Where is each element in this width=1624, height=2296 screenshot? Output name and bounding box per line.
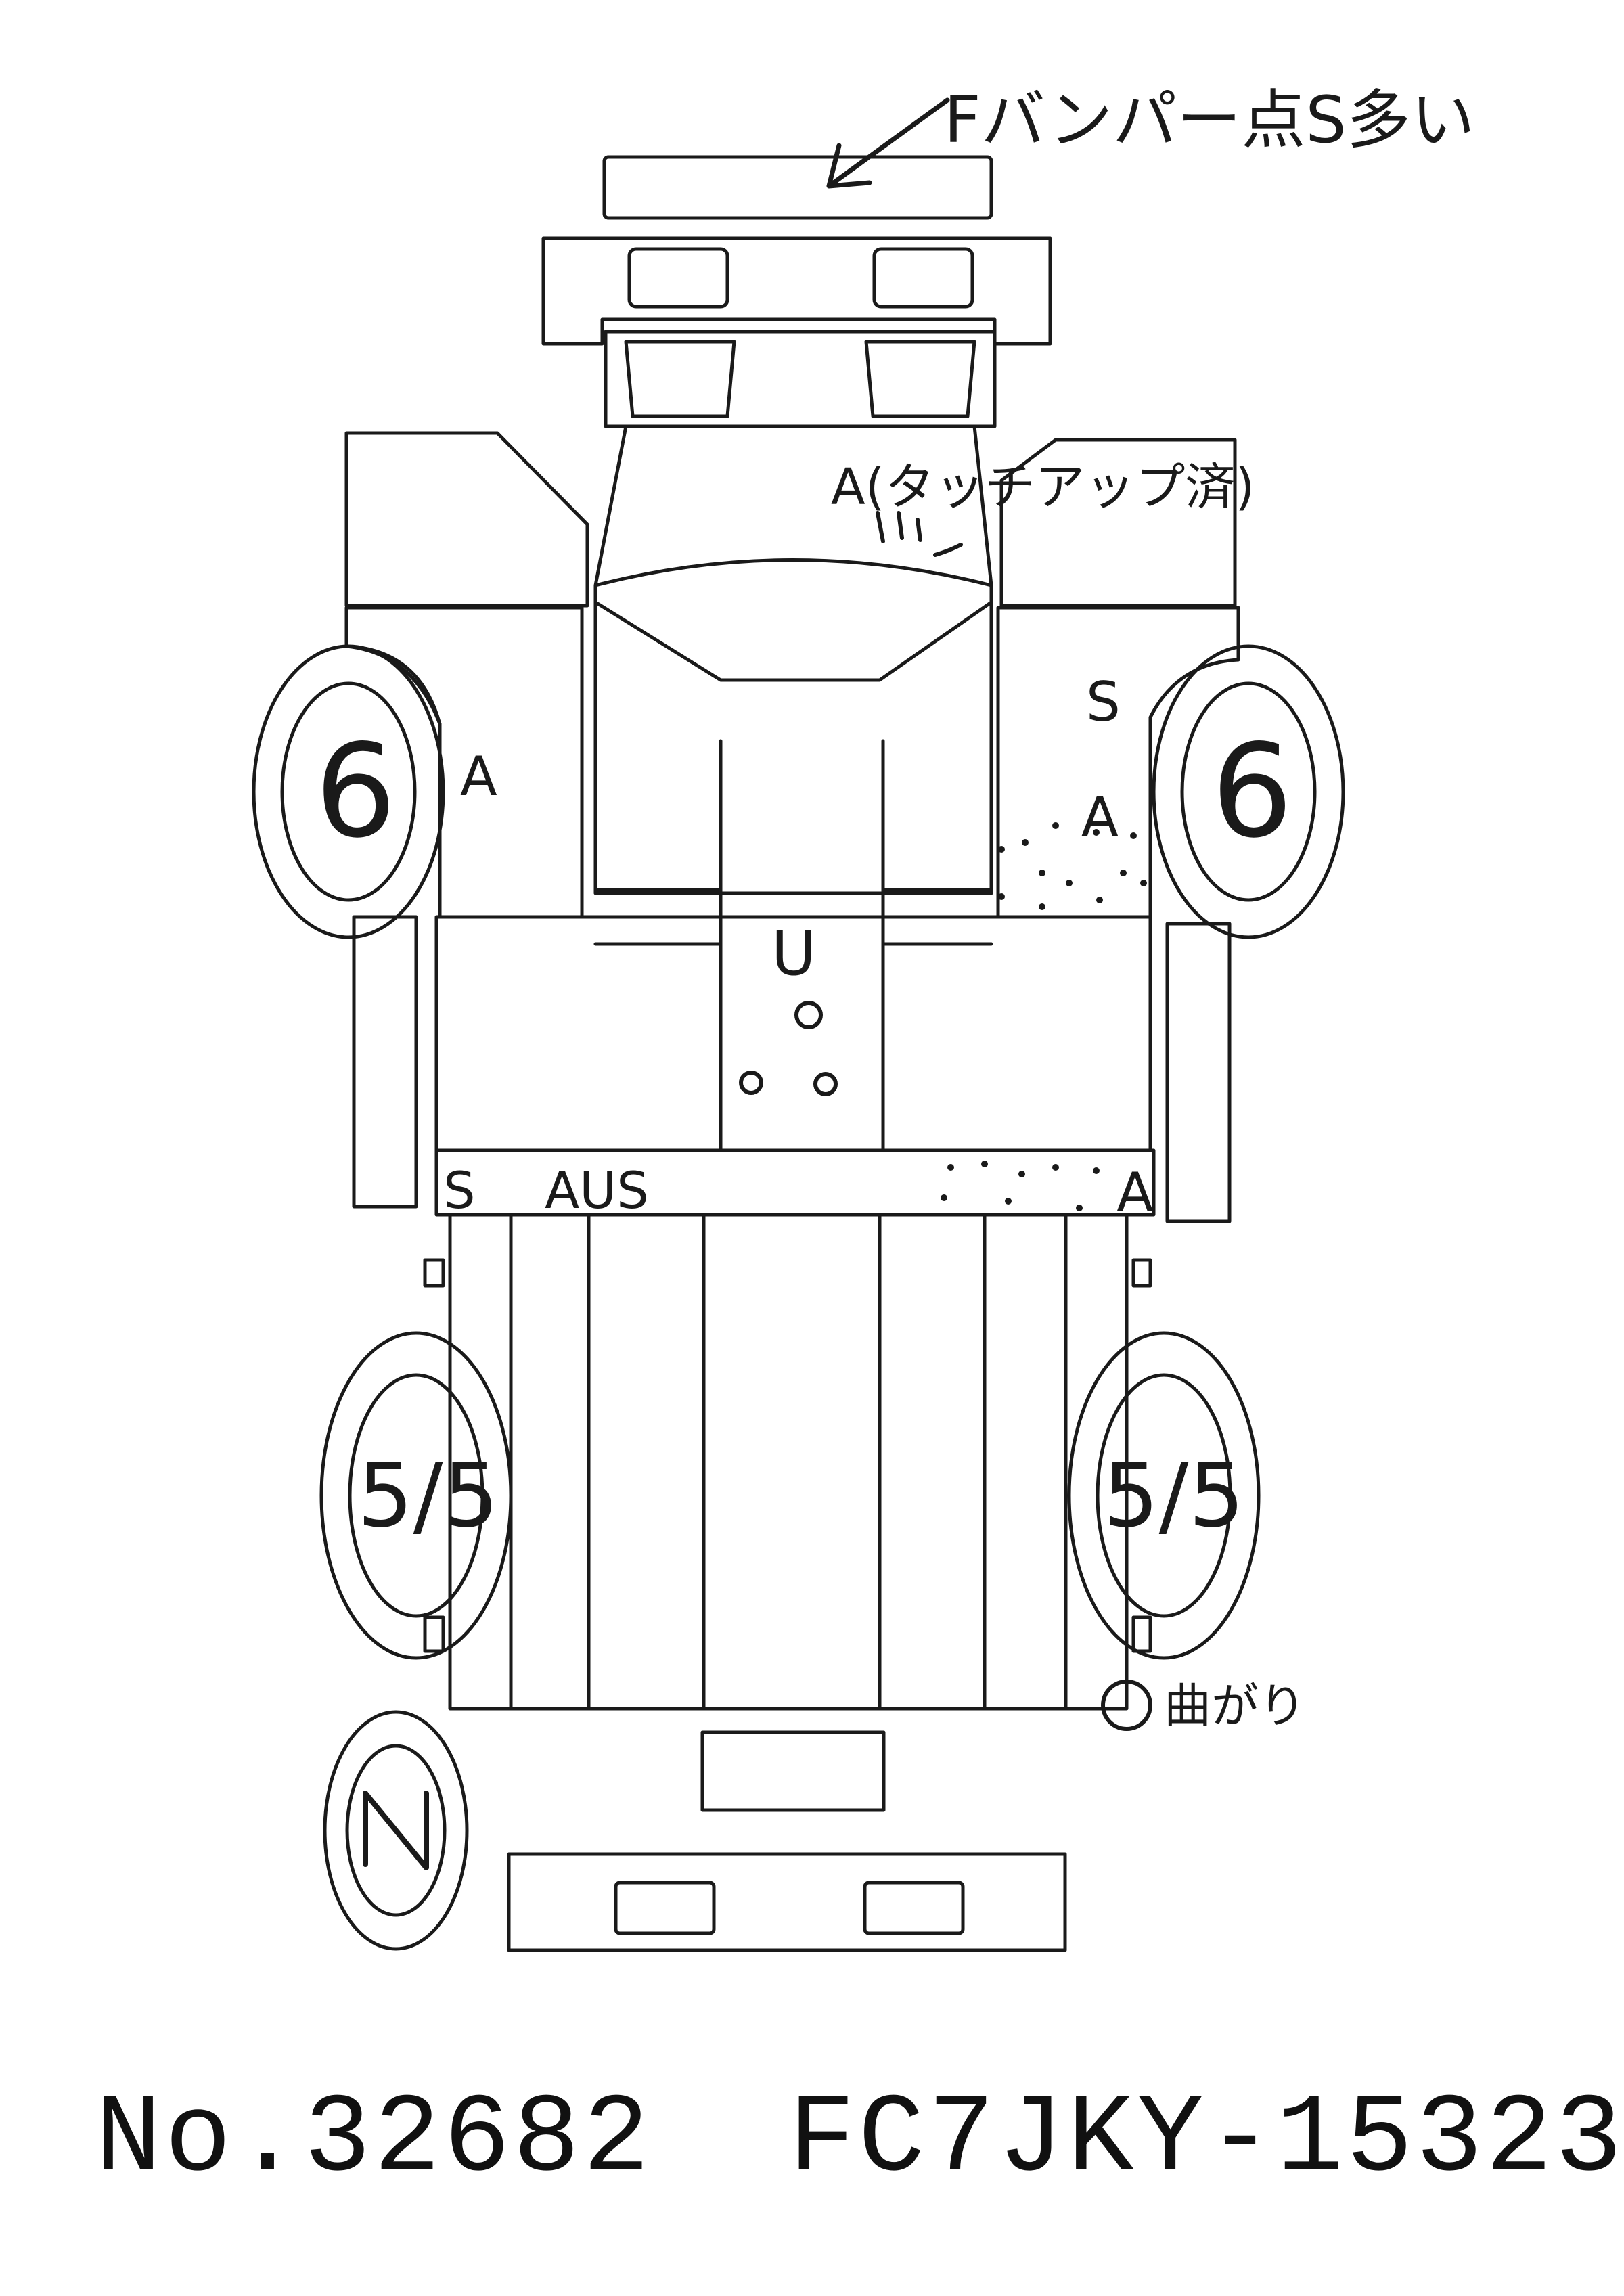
front-bumper	[602, 155, 993, 220]
tail-lamp-left	[614, 1881, 716, 1935]
rear-bumper	[507, 1852, 1067, 1952]
tire-front-left	[252, 644, 445, 939]
windshield-line	[593, 558, 993, 587]
tire-rear-right-inner	[1096, 1373, 1232, 1618]
right-sill-grade: A	[1116, 1161, 1154, 1224]
tire-rear-left-grade: 5/5	[357, 1444, 499, 1547]
tire-spare-grade: N	[342, 1778, 418, 1895]
frame-crossmember	[593, 888, 993, 946]
tail-lamp-right	[863, 1881, 965, 1935]
dent-circle-3	[813, 1072, 838, 1096]
scratch-marks	[876, 511, 963, 557]
stock-number: No.32682	[95, 2077, 653, 2203]
dent-circle-1	[794, 1001, 823, 1029]
front-grille-panel	[541, 236, 1052, 346]
tire-spare	[323, 1710, 469, 1951]
tire-front-left-inner	[280, 681, 417, 902]
model-code: FC7JKY-15323	[788, 2077, 1624, 2203]
tire-rear-right	[1067, 1331, 1261, 1660]
tire-front-right	[1152, 644, 1345, 939]
bend-marker-icon	[1101, 1680, 1152, 1731]
tire-front-right-inner	[1180, 681, 1317, 902]
bend-note: 曲がり	[1164, 1678, 1306, 1734]
right-step-grade: S	[1086, 671, 1121, 734]
fender-brackets	[423, 1258, 1152, 1653]
mirror-right	[999, 438, 1237, 608]
arrow-icon	[826, 97, 950, 189]
cab-roof-note: A(タッチアップ済)	[831, 458, 1255, 516]
stipple-sill-right	[941, 1161, 1100, 1211]
cargo-bed	[448, 1213, 1129, 1711]
tire-rear-left-inner	[348, 1373, 484, 1618]
rear-hitch	[700, 1730, 886, 1812]
tire-rear-left	[319, 1331, 513, 1660]
left-sill-grade: AUS	[545, 1161, 649, 1220]
sill	[434, 1148, 1156, 1217]
spare-strike	[363, 1791, 429, 1870]
tire-front-left-grade: 6	[315, 717, 397, 866]
side-guard-right	[1165, 922, 1232, 1223]
mirror-left	[344, 431, 589, 608]
cab-front	[604, 330, 997, 428]
front-bumper-note: Fバンパー点S多い	[944, 83, 1475, 158]
tire-rear-right-grade: 5/5	[1103, 1444, 1244, 1547]
headlamp-right	[864, 340, 976, 418]
stipple-door-right	[998, 822, 1147, 910]
frame-center-grade: U	[771, 918, 816, 989]
cargo-bed-lines	[509, 1213, 1068, 1711]
front-lamp-right	[872, 247, 974, 309]
side-guard-left	[352, 915, 418, 1209]
dent-circle-2	[739, 1071, 763, 1095]
cab-roof-outline	[593, 600, 993, 682]
right-door-grade: A	[1081, 786, 1119, 849]
left-side-rail-grade: S	[443, 1161, 476, 1220]
headlamp-left	[624, 340, 736, 418]
front-lamp-left	[627, 247, 729, 309]
tire-front-right-grade: 6	[1211, 717, 1293, 866]
door-right	[996, 606, 1240, 919]
left-door-grade: A	[460, 745, 497, 808]
tire-spare-inner	[345, 1744, 447, 1917]
